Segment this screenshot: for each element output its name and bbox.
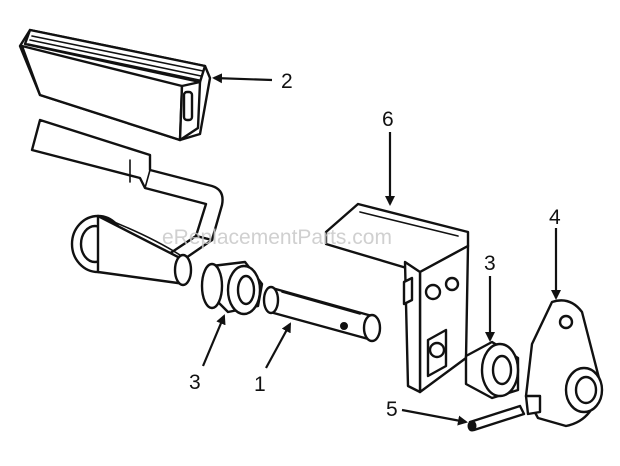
pedal-arm-part [30,118,224,287]
pin-part [467,404,526,432]
shaft-part [262,285,382,343]
callout-3-right: 3 [484,252,496,275]
callout-6: 6 [382,108,394,131]
pedal-pad-part [18,28,212,142]
watermark-text: eReplacementParts.com [162,226,392,249]
callout-1: 1 [254,373,266,396]
cam-plate-part [524,299,604,428]
bushing-part-left [200,260,264,316]
leader-lines [201,73,561,426]
callout-5: 5 [386,398,398,421]
callout-2: 2 [281,70,293,93]
callout-3-left: 3 [189,371,201,394]
bushing-part-right [464,340,520,400]
bracket-part [324,202,470,394]
callout-4: 4 [549,206,561,229]
